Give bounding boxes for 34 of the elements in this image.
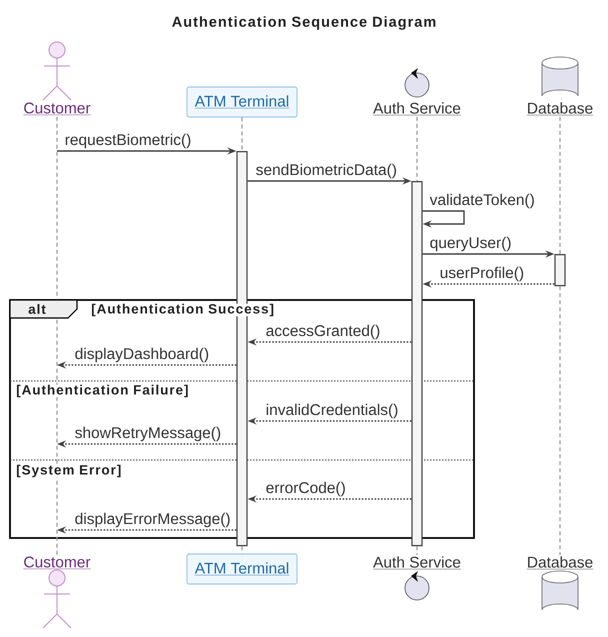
edge-label: displayErrorMessage() bbox=[74, 512, 232, 528]
self-arrow bbox=[422, 210, 465, 228]
participant-box: ATM Terminal bbox=[186, 86, 298, 118]
participant-label: Database bbox=[526, 102, 594, 116]
guard-label: [System Error] bbox=[16, 464, 122, 478]
edge-label: invalidCredentials() bbox=[265, 403, 399, 419]
edge-label: errorCode() bbox=[265, 481, 346, 497]
participant-label: Customer bbox=[23, 102, 91, 116]
guard-label: [Authentication Success] bbox=[91, 304, 274, 316]
participant-label: Auth Service bbox=[372, 556, 462, 570]
guard-label: [Authentication Failure] bbox=[16, 384, 188, 398]
lifeline bbox=[56, 116, 58, 556]
activation-bar bbox=[554, 254, 566, 286]
edge-label: queryUser() bbox=[429, 236, 512, 252]
participant-label: Auth Service bbox=[372, 102, 462, 116]
diagram-title: Authentication Sequence Diagram bbox=[172, 16, 436, 30]
lifeline bbox=[559, 116, 561, 254]
frame-tab: alt bbox=[9, 299, 78, 319]
lifeline bbox=[241, 117, 243, 151]
edge-label: showRetryMessage() bbox=[74, 426, 222, 442]
edge-label: userProfile() bbox=[439, 266, 525, 282]
participant-label: Database bbox=[526, 556, 594, 570]
edge-label: accessGranted() bbox=[265, 324, 381, 340]
edge-label: validateToken() bbox=[429, 193, 536, 209]
lifeline bbox=[559, 286, 561, 556]
participant-box: ATM Terminal bbox=[186, 554, 298, 584]
edge-label: requestBiometric() bbox=[64, 133, 192, 149]
activation-bar bbox=[411, 181, 423, 546]
edge-label: displayDashboard() bbox=[74, 347, 210, 363]
participant-label: Customer bbox=[23, 556, 91, 570]
edge-label: sendBiometricData() bbox=[255, 163, 398, 179]
lifeline bbox=[416, 116, 418, 181]
lifeline bbox=[241, 546, 243, 554]
lifeline bbox=[416, 546, 418, 556]
